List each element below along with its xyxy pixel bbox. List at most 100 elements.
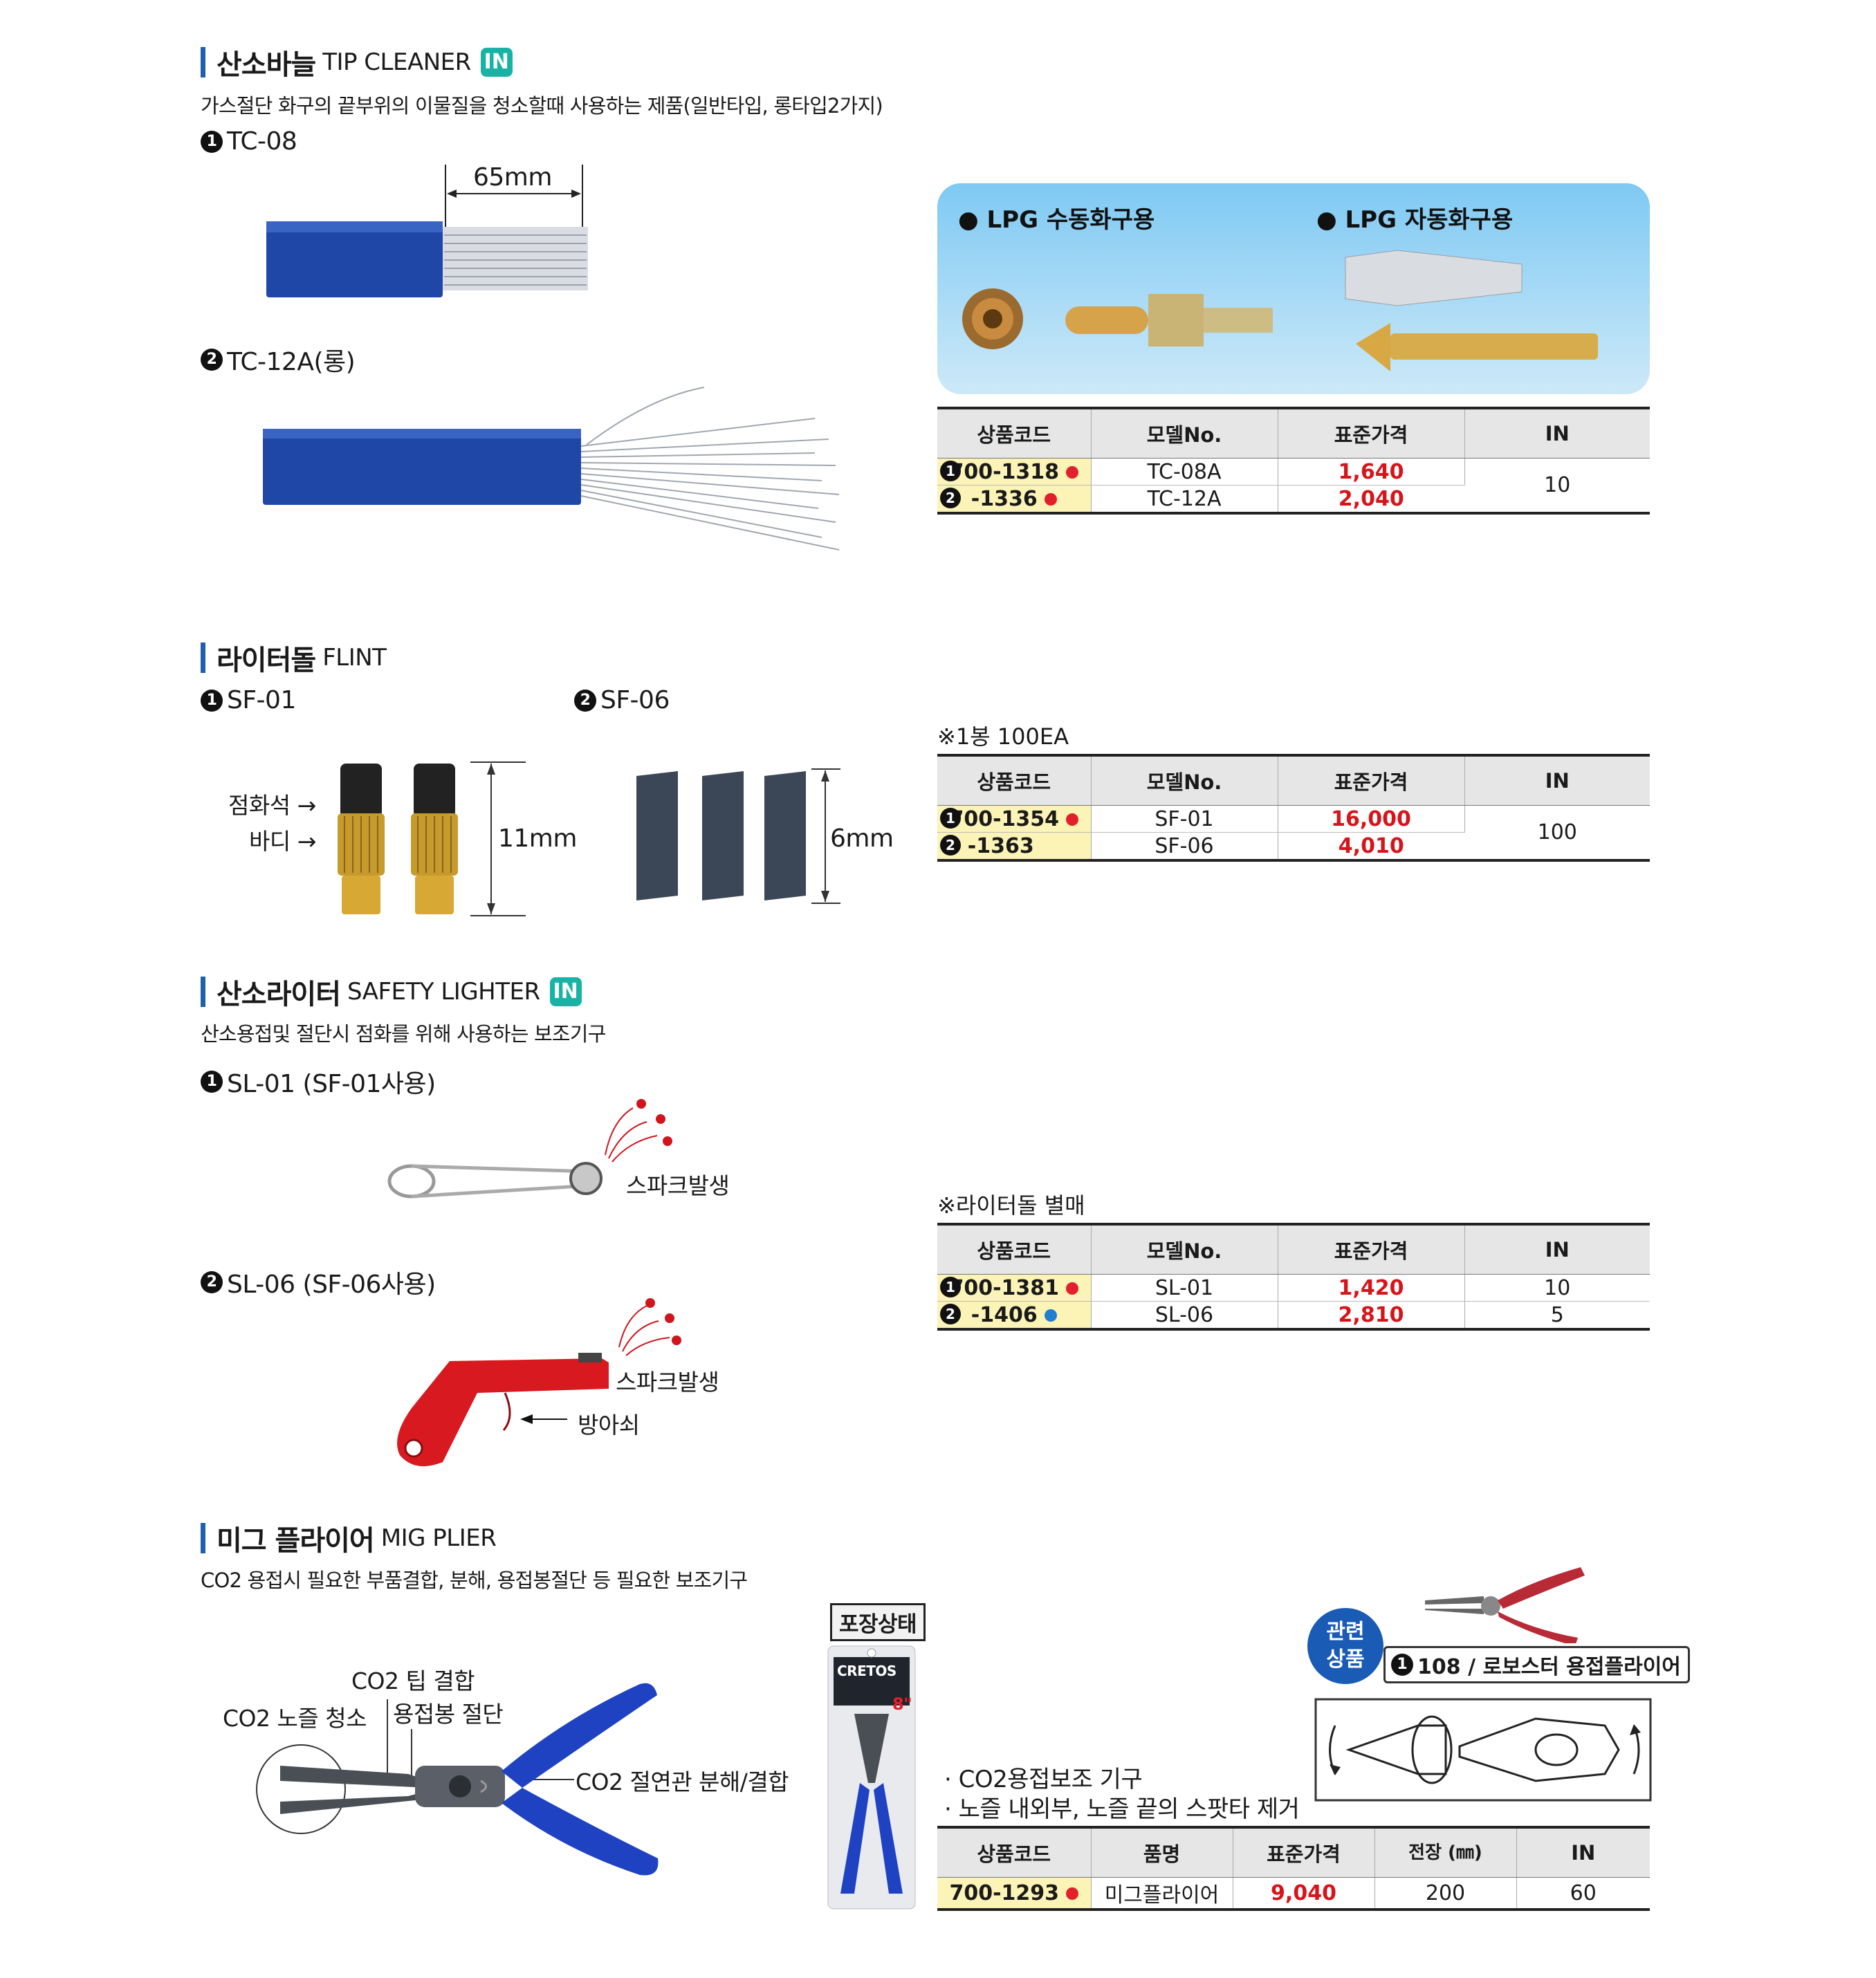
stock-dot-icon: [1066, 1282, 1079, 1295]
title-en: MIG PLIER: [380, 1524, 497, 1552]
table-header-row: 상품코드 모델No. 표준가격 IN: [937, 1223, 1650, 1275]
stock-dot-icon: [1066, 466, 1079, 479]
item-label: SF-06: [600, 686, 670, 714]
package-size: 8": [892, 1694, 912, 1714]
header-code: 상품코드: [937, 754, 1092, 806]
tip-cleaner-tc12a-image: [263, 387, 840, 551]
stock-dot-icon: [1044, 493, 1057, 506]
related-badge-text: 관련 상품: [1326, 1620, 1365, 1672]
item-sf-06: 2 SF-06: [574, 686, 670, 714]
dim-11mm: 11mm: [498, 824, 577, 853]
code-text: 700-1381: [949, 1275, 1060, 1300]
section-title-mig-plier: 미그 플라이어 MIG PLIER: [201, 1520, 497, 1557]
table-header-row: 상품코드 모델No. 표준가격 IN: [937, 407, 1650, 459]
header-code: 상품코드: [937, 1223, 1092, 1275]
item-label: SF-01: [227, 686, 296, 714]
header-code: 상품코드: [937, 407, 1092, 459]
mig-plier-image: [256, 1683, 659, 1876]
header-price: 표준가격: [1278, 1223, 1465, 1275]
lpg-manual-label: ● LPG 수동화구용: [958, 206, 1155, 234]
flint-sf01-image: [338, 761, 526, 916]
table-header-row: 상품코드 품명 표준가격 전장 (㎜) IN: [937, 1826, 1650, 1878]
related-badge: 관련 상품: [1307, 1608, 1383, 1684]
header-model: 모델No.: [1091, 754, 1278, 806]
model-cell: TC-12A: [1091, 485, 1278, 515]
flint-sf06-image: [636, 768, 840, 904]
mig-bullet-1: · CO2용접보조 기구: [944, 1766, 1143, 1793]
number-badge: 2: [201, 1271, 223, 1293]
usage-diagram-image: [1314, 1698, 1652, 1802]
number-badge: 2: [940, 1304, 961, 1324]
in-cell: 10: [1464, 1274, 1650, 1302]
code-cell: 2 -1406: [937, 1301, 1092, 1331]
price-cell: 1,640: [1278, 458, 1465, 486]
related-plier-icon: [1425, 1567, 1585, 1643]
code-text: 700-1293: [949, 1880, 1060, 1905]
title-en: FLINT: [322, 644, 387, 672]
code-text: -1363: [967, 833, 1034, 858]
label-body: 바디 →: [249, 828, 316, 855]
related-item: 1 108 / 로보스터 용접플라이어: [1383, 1646, 1690, 1683]
section-bar: [201, 977, 205, 1007]
number-badge: 1: [201, 130, 223, 153]
callout-nozzle: CO2 노즐 청소: [223, 1705, 367, 1732]
stock-dot-icon: [1044, 1309, 1057, 1322]
in-cell: 100: [1464, 805, 1650, 862]
package-image: [827, 1645, 916, 1910]
code-cell: 2-1363: [937, 832, 1092, 862]
name-cell: 미그플라이어: [1091, 1877, 1233, 1911]
price-cell: 2,810: [1278, 1301, 1465, 1331]
header-price: 표준가격: [1278, 754, 1465, 806]
model-cell: SL-06: [1091, 1301, 1278, 1331]
model-cell: SL-01: [1091, 1274, 1278, 1302]
dim-65mm: 65mm: [473, 163, 552, 192]
stock-dot-icon: [1066, 813, 1079, 826]
lpg-torch-panel: ● LPG 수동화구용 ● LPG 자동화구용: [937, 183, 1650, 394]
price-cell: 9,040: [1233, 1877, 1375, 1911]
number-badge: 1: [201, 689, 223, 712]
in-cell: 5: [1464, 1301, 1650, 1331]
number-badge: 1: [940, 461, 961, 481]
table-row: 2 -1406 SL-06 2,810 5: [937, 1301, 1650, 1331]
price-cell: 4,010: [1278, 832, 1464, 862]
code-text: -1336: [971, 486, 1038, 511]
code-text: 700-1318: [949, 459, 1060, 484]
in-badge: IN: [480, 48, 513, 77]
lighter-desc: 산소용접및 절단시 점화를 위해 사용하는 보조기구: [201, 1022, 606, 1046]
code-text: -1406: [971, 1302, 1038, 1327]
table-header-row: 상품코드 모델No. 표준가격 IN: [937, 754, 1650, 806]
item-sl-06: 2 SL-06 (SF-06사용): [201, 1264, 436, 1300]
item-label: TC-08: [227, 127, 297, 156]
number-badge: 2: [574, 689, 596, 712]
header-code: 상품코드: [937, 1826, 1092, 1878]
header-in: IN: [1464, 407, 1650, 459]
model-cell: SF-01: [1091, 805, 1278, 833]
section-bar: [201, 1523, 205, 1553]
lpg-auto-label: ● LPG 자동화구용: [1316, 206, 1514, 234]
model-cell: SF-06: [1091, 832, 1278, 862]
tip-cleaner-desc: 가스절단 화구의 끝부위의 이물질을 청소할때 사용하는 제품(일반타입, 롱타…: [201, 94, 883, 118]
header-name: 품명: [1091, 1826, 1233, 1878]
in-cell: 60: [1516, 1877, 1650, 1911]
lpg-auto-tip-icon: [1345, 250, 1598, 371]
header-in: IN: [1464, 1223, 1650, 1275]
mig-table: 상품코드 품명 표준가격 전장 (㎜) IN 700-1293 미그플라이어 9…: [937, 1826, 1650, 1911]
title-kr: 라이터돌: [217, 645, 316, 676]
tip-cleaner-tc08-image: [266, 221, 588, 297]
title-en: TIP CLEANER: [322, 48, 471, 76]
header-price: 표준가격: [1278, 407, 1465, 459]
related-item-label: 108 / 로보스터 용접플라이어: [1417, 1655, 1681, 1679]
section-title-flint: 라이터돌 FLINT: [201, 640, 387, 676]
dimension-65mm-icon: [445, 165, 583, 234]
header-in: IN: [1516, 1826, 1650, 1878]
section-title-tip-cleaner: 산소바늘 TIP CLEANER IN: [201, 44, 513, 81]
header-length: 전장 (㎜): [1374, 1826, 1517, 1878]
section-title-safety-lighter: 산소라이터 SAFETY LIGHTER IN: [201, 974, 582, 1010]
item-label: TC-12A(롱): [227, 348, 356, 376]
header-in: IN: [1464, 754, 1650, 806]
title-kr: 산소바늘: [217, 49, 316, 81]
callout-pipe: CO2 절연관 분해/결합: [576, 1768, 789, 1795]
